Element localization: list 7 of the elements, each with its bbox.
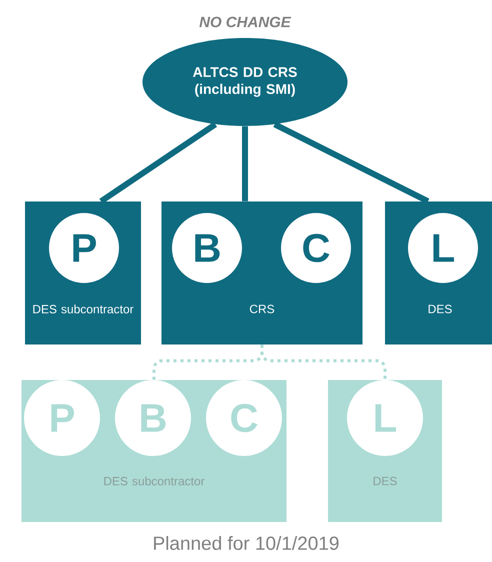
heading: NO CHANGE [199,16,292,28]
caption: Planned for 10/1/2019 [154,536,339,550]
connector-line [260,344,386,380]
connector-line [273,122,430,204]
ellipse-node: ALTCS DD CRS (including SMI) [142,38,348,126]
connector-line [242,126,248,202]
connector-line [99,122,218,204]
